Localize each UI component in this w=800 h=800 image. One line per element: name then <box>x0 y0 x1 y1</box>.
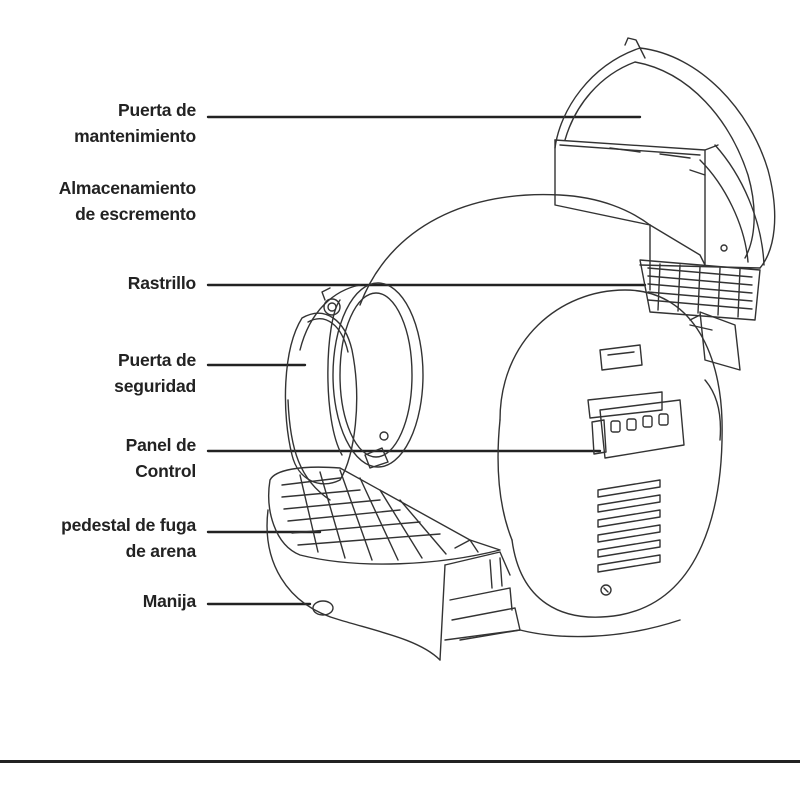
safety-door <box>284 287 358 485</box>
label-rastrillo: Rastrillo <box>6 270 196 296</box>
label-line: Puerta de <box>118 350 196 370</box>
label-panel-control: Panel de Control <box>6 432 197 484</box>
label-line: Rastrillo <box>127 273 196 293</box>
entrance-opening <box>327 282 424 469</box>
label-line: Control <box>135 461 196 481</box>
rake <box>639 259 761 371</box>
label-pedestal: pedestal de fuga de arena <box>6 512 196 564</box>
label-puerta-seguridad: Puerta de seguridad <box>6 347 196 399</box>
litter-mat <box>268 466 501 565</box>
label-almacenamiento: Almacenamiento de escremento <box>6 175 196 227</box>
label-line: de escremento <box>75 204 196 224</box>
base <box>266 509 681 661</box>
label-line: Panel de <box>125 435 197 455</box>
label-line: mantenimiento <box>74 126 196 146</box>
leader-lines <box>206 115 647 606</box>
label-manija: Manija <box>6 588 196 614</box>
label-line: pedestal de fuga <box>61 515 196 535</box>
label-line: seguridad <box>114 376 196 396</box>
vent-slots <box>597 479 661 573</box>
bottom-divider <box>0 760 800 763</box>
label-line: Manija <box>142 591 196 611</box>
label-line: Almacenamiento <box>58 178 196 198</box>
waste-storage <box>554 139 719 266</box>
front-sphere <box>497 289 723 618</box>
label-line: de arena <box>125 541 197 561</box>
label-line: Puerta de <box>118 100 196 120</box>
label-puerta-mantenimiento: Puerta de mantenimiento <box>6 97 196 149</box>
